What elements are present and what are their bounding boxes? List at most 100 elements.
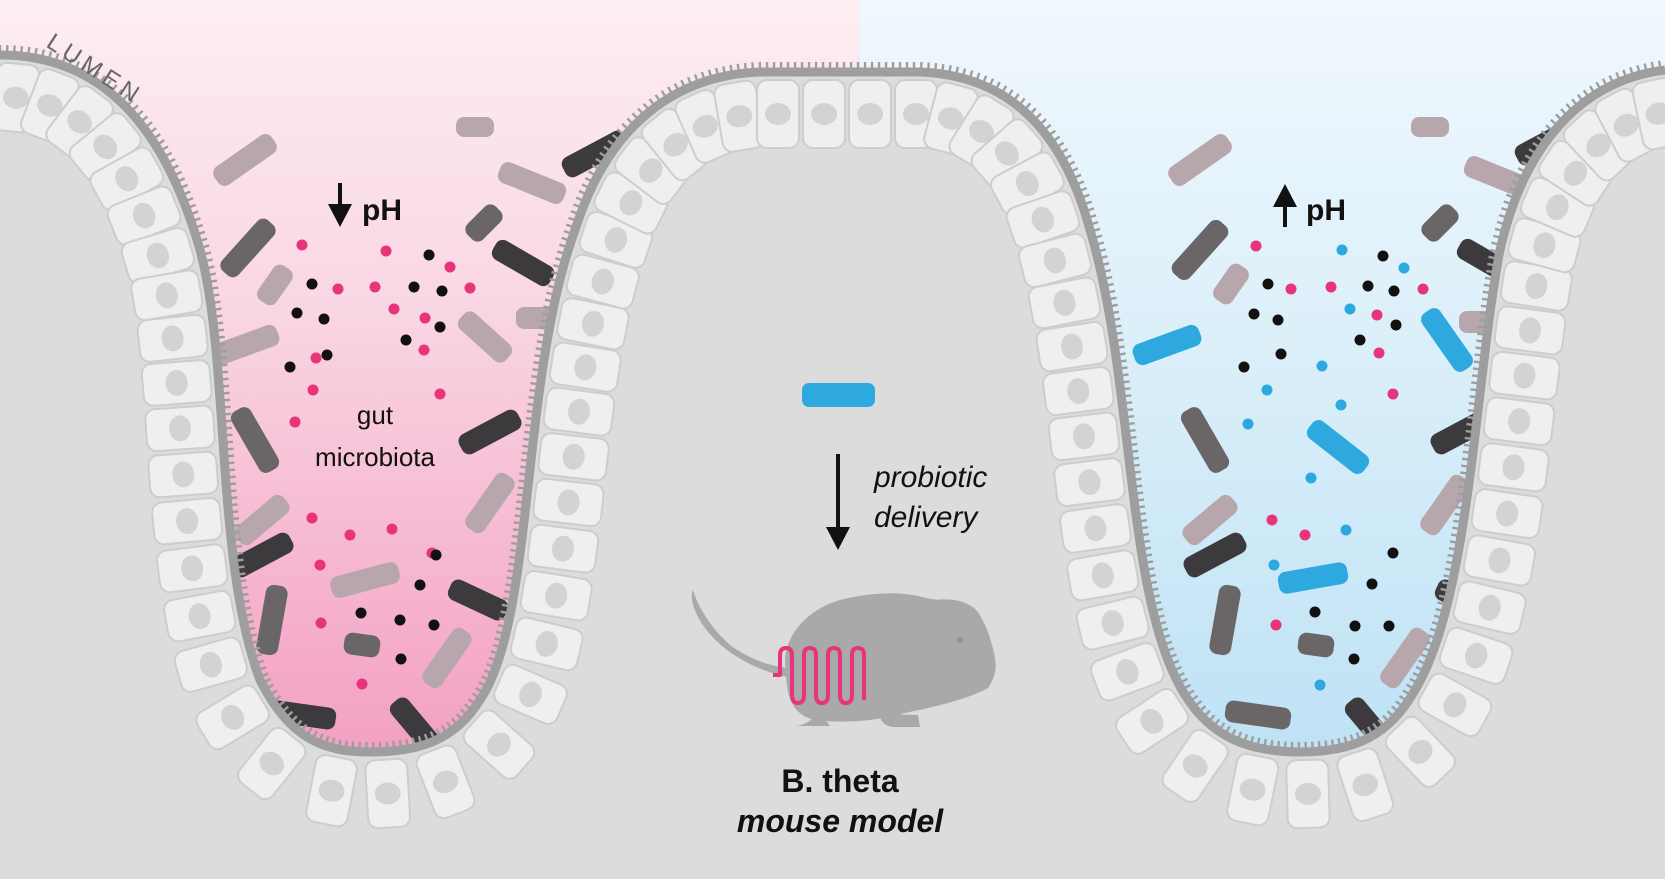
probiotic-molecule: [1337, 245, 1348, 256]
microvillus: [1475, 348, 1488, 350]
microvillus: [1474, 362, 1487, 364]
microvillus: [527, 411, 540, 413]
acid-molecule: [290, 417, 301, 428]
epithelial-cell: [849, 80, 891, 148]
microvillus: [928, 62, 929, 75]
microvillus: [216, 379, 229, 380]
microvillus: [359, 742, 360, 755]
epithelial-cell: [141, 359, 212, 406]
epithelial-cell: [1048, 411, 1121, 461]
microvillus: [227, 532, 240, 533]
microbiota-label: microbiota: [315, 442, 435, 472]
microvillus: [219, 421, 232, 422]
microvillus: [220, 442, 233, 443]
metabolite-molecule: [401, 335, 412, 346]
microvillus: [517, 495, 530, 496]
microvillus: [218, 414, 231, 415]
microvillus: [215, 372, 228, 373]
metabolite-molecule: [1349, 654, 1360, 665]
metabolite-molecule: [1363, 281, 1374, 292]
microvillus: [1469, 403, 1482, 405]
microvillus: [212, 337, 225, 338]
microvillus: [1120, 409, 1133, 411]
epithelial-cell: [803, 80, 845, 148]
microvillus: [1122, 423, 1135, 425]
epithelial-cell: [148, 451, 219, 498]
microvillus: [1125, 451, 1138, 453]
microvillus: [214, 358, 227, 359]
microvillus: [1465, 438, 1478, 440]
probiotic-label: probiotic: [873, 461, 987, 494]
acid-molecule: [308, 385, 319, 396]
microvillus: [222, 470, 235, 471]
probiotic-molecule: [1315, 680, 1326, 691]
microvillus: [522, 453, 535, 454]
microvillus: [511, 543, 524, 545]
metabolite-molecule: [409, 282, 420, 293]
metabolite-molecule: [437, 286, 448, 297]
metabolite-molecule: [1239, 362, 1250, 373]
microvillus: [21, 46, 22, 59]
acid-molecule: [1271, 620, 1282, 631]
microvillus: [1123, 430, 1136, 432]
microvillus: [935, 63, 936, 76]
microvillus: [752, 62, 753, 75]
acid-molecule: [311, 353, 322, 364]
epithelial-cell: [1286, 759, 1330, 828]
model-label: mouse model: [737, 803, 944, 839]
microvillus: [1463, 452, 1476, 454]
acid-molecule: [387, 524, 398, 535]
acid-molecule: [316, 618, 327, 629]
microvillus: [232, 567, 245, 569]
epithelial-cell: [757, 80, 799, 148]
epithelial-cell: [1053, 457, 1126, 507]
metabolite-molecule: [435, 322, 446, 333]
microvillus: [1124, 444, 1137, 446]
microvillus: [1468, 410, 1481, 412]
microvillus: [1473, 368, 1486, 370]
microvillus: [1121, 416, 1134, 418]
microvillus: [1470, 389, 1483, 391]
microvillus: [209, 316, 222, 318]
microvillus: [1131, 500, 1144, 502]
microvillus: [1478, 327, 1491, 329]
microvillus: [223, 477, 236, 478]
probiotic-molecule: [1317, 361, 1328, 372]
microvillus: [1117, 381, 1130, 383]
microvillus: [220, 435, 233, 436]
epithelial-cell: [1059, 503, 1132, 554]
microvillus: [519, 481, 532, 482]
microvillus: [1472, 375, 1485, 377]
microvillus: [512, 536, 525, 538]
microvillus: [224, 491, 237, 492]
bacterium-rod: [1411, 117, 1449, 137]
microvillus: [1129, 486, 1142, 488]
delivery-label: delivery: [874, 501, 979, 534]
microvillus: [519, 474, 532, 475]
microvillus: [516, 502, 529, 503]
probiotic-molecule: [1399, 263, 1410, 274]
microvillus: [226, 518, 239, 519]
probiotic-molecule: [1336, 400, 1347, 411]
acid-molecule: [435, 389, 446, 400]
microvillus: [1285, 742, 1286, 755]
metabolite-molecule: [424, 250, 435, 261]
microvillus: [230, 553, 243, 555]
epithelial-cell: [1477, 442, 1550, 492]
epithelial-cell: [527, 524, 600, 574]
microvillus: [213, 351, 226, 352]
microvillus: [225, 504, 238, 505]
metabolite-molecule: [292, 308, 303, 319]
microvillus: [514, 522, 527, 524]
microvillus: [219, 428, 232, 429]
microvillus: [1118, 395, 1131, 397]
microvillus: [1476, 341, 1489, 343]
microvillus: [1127, 465, 1140, 467]
microvillus: [217, 400, 230, 401]
microvillus: [1128, 472, 1141, 474]
microvillus: [1466, 424, 1479, 426]
microvillus: [216, 386, 229, 387]
metabolite-molecule: [1389, 286, 1400, 297]
